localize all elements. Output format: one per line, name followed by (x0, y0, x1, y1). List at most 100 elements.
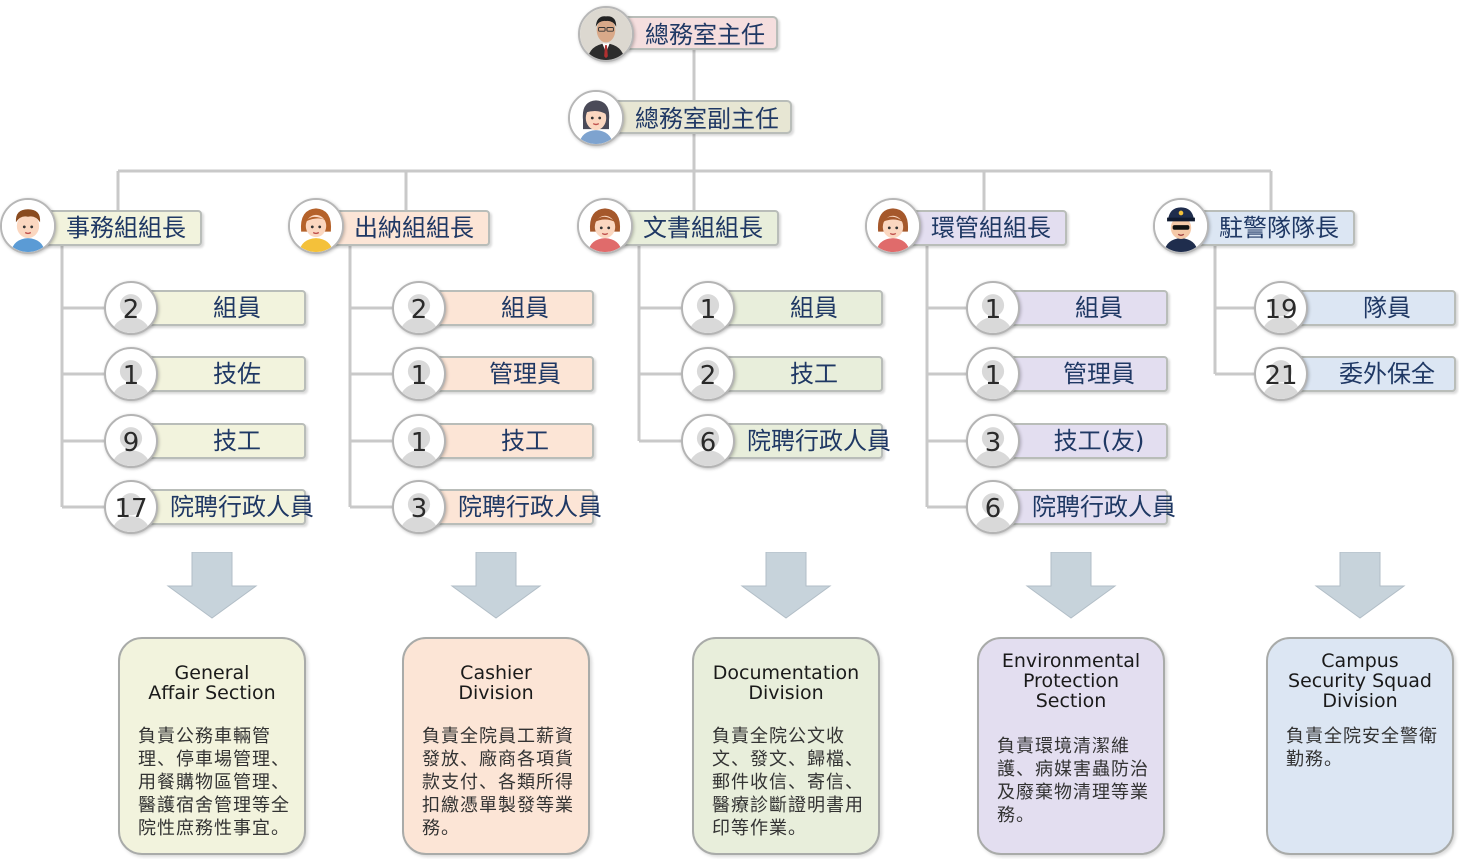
section-head-box[interactable]: 事務組組長 (28, 210, 202, 246)
staff-role: 院聘行政人員 (1032, 493, 1176, 521)
section-head-box[interactable]: 出納組組長 (316, 210, 490, 246)
person-silhouette-icon (399, 294, 439, 333)
card-title: Documentation Division (712, 662, 860, 704)
staff-role: 院聘行政人員 (170, 493, 314, 521)
card-description: 負責全院員工薪資發放、廠商各項貨款支付、各類所得扣繳憑單製發等業務。 (422, 726, 574, 839)
staff-role: 技佐 (213, 360, 261, 388)
card-description: 負責全院安全警衛勤務。 (1286, 726, 1438, 770)
person-silhouette-icon (973, 493, 1013, 532)
staff-count: 2 (410, 295, 428, 325)
staff-count: 1 (410, 361, 428, 391)
section-head-box[interactable]: 駐警隊隊長 (1181, 210, 1355, 246)
person-silhouette-icon (399, 427, 439, 466)
person-silhouette-icon (111, 294, 151, 333)
staff-count-badge: 1 (681, 281, 735, 335)
section-description-card: Campus Security Squad Division 負責全院安全警衛勤務… (1266, 637, 1454, 855)
director-title: 總務室主任 (645, 21, 765, 49)
staff-count: 1 (984, 295, 1002, 325)
down-arrow-icon (166, 552, 258, 620)
staff-role: 組員 (501, 294, 549, 322)
person-silhouette-icon (1261, 360, 1301, 399)
staff-count: 3 (984, 428, 1002, 458)
staff-count-badge: 3 (392, 480, 446, 534)
staff-count: 21 (1264, 361, 1298, 391)
card-title: Cashier Division (458, 662, 534, 704)
section-head-title: 事務組組長 (66, 214, 186, 242)
person-silhouette-icon (973, 427, 1013, 466)
staff-role: 管理員 (1063, 360, 1135, 388)
staff-count: 6 (699, 428, 717, 458)
staff-role: 院聘行政人員 (747, 427, 891, 455)
person-silhouette-icon (688, 427, 728, 466)
staff-count-badge: 3 (966, 414, 1020, 468)
staff-row[interactable]: 管理員 (416, 356, 594, 392)
staff-role: 隊員 (1363, 294, 1411, 322)
staff-count-badge: 2 (681, 347, 735, 401)
staff-row[interactable]: 技工 (128, 423, 306, 459)
staff-count: 1 (984, 361, 1002, 391)
down-arrow-icon (1314, 552, 1406, 620)
staff-count: 1 (410, 428, 428, 458)
section-head-title: 駐警隊隊長 (1219, 214, 1339, 242)
person-silhouette-icon (973, 294, 1013, 333)
staff-count: 3 (410, 494, 428, 524)
card-title: General Affair Section (148, 662, 276, 704)
staff-count-badge: 1 (966, 347, 1020, 401)
person-silhouette-icon (688, 294, 728, 333)
staff-role: 管理員 (489, 360, 561, 388)
person-silhouette-icon (111, 493, 151, 532)
staff-count: 2 (122, 295, 140, 325)
staff-count-badge: 1 (104, 347, 158, 401)
staff-count-badge: 17 (104, 480, 158, 534)
person-silhouette-icon (973, 360, 1013, 399)
card-title: Campus Security Squad Division (1288, 650, 1432, 712)
section-description-card: Documentation Division 負責全院公文收文、發文、歸檔、郵件收… (692, 637, 880, 855)
section-head-title: 文書組組長 (643, 214, 763, 242)
staff-count-badge: 1 (392, 414, 446, 468)
section-description-card: Cashier Division 負責全院員工薪資發放、廠商各項貨款支付、各類所得… (402, 637, 590, 855)
staff-count: 19 (1264, 295, 1298, 325)
girl-avatar-icon (288, 198, 344, 254)
woman-avatar-icon (577, 198, 633, 254)
card-description: 負責環境清潔維護、病媒害蟲防治及廢棄物清理等業務。 (997, 736, 1149, 826)
staff-count: 1 (699, 295, 717, 325)
staff-row[interactable]: 院聘行政人員 (416, 489, 602, 525)
section-head-title: 環管組組長 (931, 214, 1051, 242)
staff-row[interactable]: 技佐 (128, 356, 306, 392)
staff-count-badge: 9 (104, 414, 158, 468)
staff-count-badge: 6 (681, 414, 735, 468)
staff-count-badge: 6 (966, 480, 1020, 534)
down-arrow-icon (450, 552, 542, 620)
woman-avatar-icon (865, 198, 921, 254)
woman-avatar-icon (568, 90, 624, 146)
person-silhouette-icon (1261, 294, 1301, 333)
down-arrow-icon (740, 552, 832, 620)
staff-count-badge: 1 (966, 281, 1020, 335)
staff-count-badge: 2 (392, 281, 446, 335)
person-silhouette-icon (111, 427, 151, 466)
down-arrow-icon (1025, 552, 1117, 620)
staff-role: 院聘行政人員 (458, 493, 602, 521)
staff-role: 組員 (790, 294, 838, 322)
staff-count: 2 (699, 361, 717, 391)
person-silhouette-icon (111, 360, 151, 399)
deputy-title: 總務室副主任 (635, 105, 779, 133)
person-silhouette-icon (399, 360, 439, 399)
card-description: 負責全院公文收文、發文、歸檔、郵件收信、寄信、醫療診斷證明書用印等作業。 (712, 726, 864, 839)
staff-role: 技工 (213, 427, 261, 455)
staff-role: 技工 (790, 360, 838, 388)
staff-row[interactable]: 管理員 (990, 356, 1168, 392)
person-silhouette-icon (399, 493, 439, 532)
deputy-box[interactable]: 總務室副主任 (590, 100, 792, 134)
staff-role: 技工(友) (1053, 427, 1145, 455)
staff-row[interactable]: 委外保全 (1278, 356, 1456, 392)
person-silhouette-icon (688, 360, 728, 399)
director-photo (578, 6, 634, 62)
staff-count: 17 (114, 494, 148, 524)
boy-avatar-icon (0, 198, 56, 254)
staff-count-badge: 19 (1254, 281, 1308, 335)
staff-role: 組員 (213, 294, 261, 322)
